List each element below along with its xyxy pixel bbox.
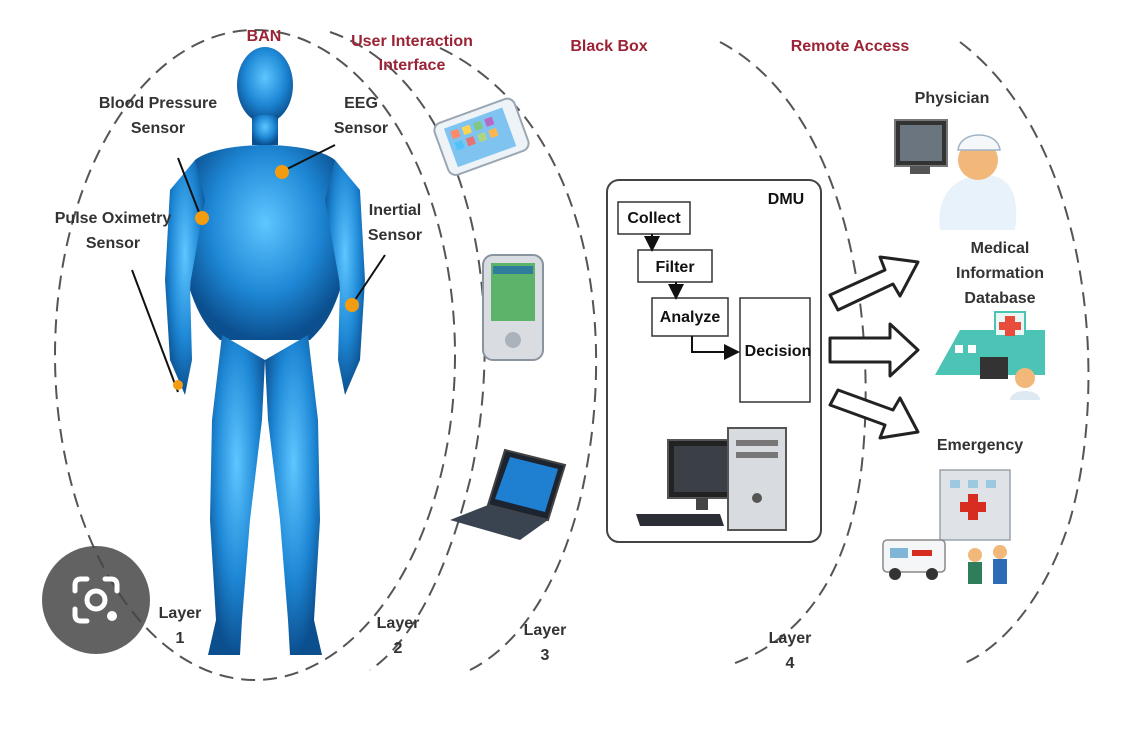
eeg-sensor-dot (275, 165, 289, 179)
output-arrows (830, 257, 918, 438)
collect-step-label: Collect (627, 210, 681, 227)
decision-step-label: Decision (745, 343, 812, 360)
bottom-whitespace (0, 700, 1125, 738)
medical-database-icon (935, 312, 1045, 400)
analyze-step-label: Analyze (660, 309, 721, 326)
physician-label: Physician (915, 90, 990, 107)
header-user-interaction-line2: Interface (379, 57, 446, 74)
layer-2-word: Layer (377, 615, 420, 632)
header-ban: BAN (247, 28, 282, 45)
inertial-sensor-dot (345, 298, 359, 312)
smartphone-icon (432, 96, 531, 177)
layer-3-number: 3 (541, 647, 550, 664)
layer-1-number: 1 (176, 630, 185, 647)
filter-step-label: Filter (655, 259, 694, 276)
dmu-title: DMU (768, 191, 804, 208)
eeg-sensor-label-line2: Sensor (334, 120, 388, 137)
bp-sensor-dot (195, 211, 209, 225)
bp-sensor-label-line1: Blood Pressure (99, 95, 217, 112)
medical-db-label-line3: Database (964, 290, 1035, 307)
layer-1-word: Layer (159, 605, 202, 622)
layer-4-word: Layer (769, 630, 812, 647)
header-remote-access: Remote Access (791, 38, 910, 55)
bp-sensor-label-line2: Sensor (131, 120, 185, 137)
pulse-sensor-label-line1: Pulse Oximetry (55, 210, 172, 227)
layer-2-number: 2 (394, 640, 403, 657)
header-black-box: Black Box (570, 38, 647, 55)
pulse-sensor-label-line2: Sensor (86, 235, 140, 252)
inertial-sensor-label-line2: Sensor (368, 227, 422, 244)
header-user-interaction-line1: User Interaction (351, 33, 473, 50)
eeg-sensor-label-line1: EEG (344, 95, 378, 112)
image-search-lens-button[interactable] (42, 546, 150, 654)
layer-3-word: Layer (524, 622, 567, 639)
medical-db-label-line2: Information (956, 265, 1044, 282)
medical-db-label-line1: Medical (971, 240, 1030, 257)
layer-4-number: 4 (786, 655, 795, 672)
inertial-sensor-label-line1: Inertial (369, 202, 421, 219)
human-body-figure (165, 47, 365, 655)
laptop-icon (450, 450, 565, 540)
camera-lens-icon (67, 571, 125, 629)
physician-icon (895, 120, 1016, 230)
pda-device-icon (483, 255, 543, 360)
emergency-label: Emergency (937, 437, 1023, 454)
pulse-sensor-dot (173, 380, 183, 390)
emergency-icon (883, 470, 1010, 584)
wban-architecture-diagram: BAN User Interaction Interface Black Box… (0, 0, 1125, 700)
